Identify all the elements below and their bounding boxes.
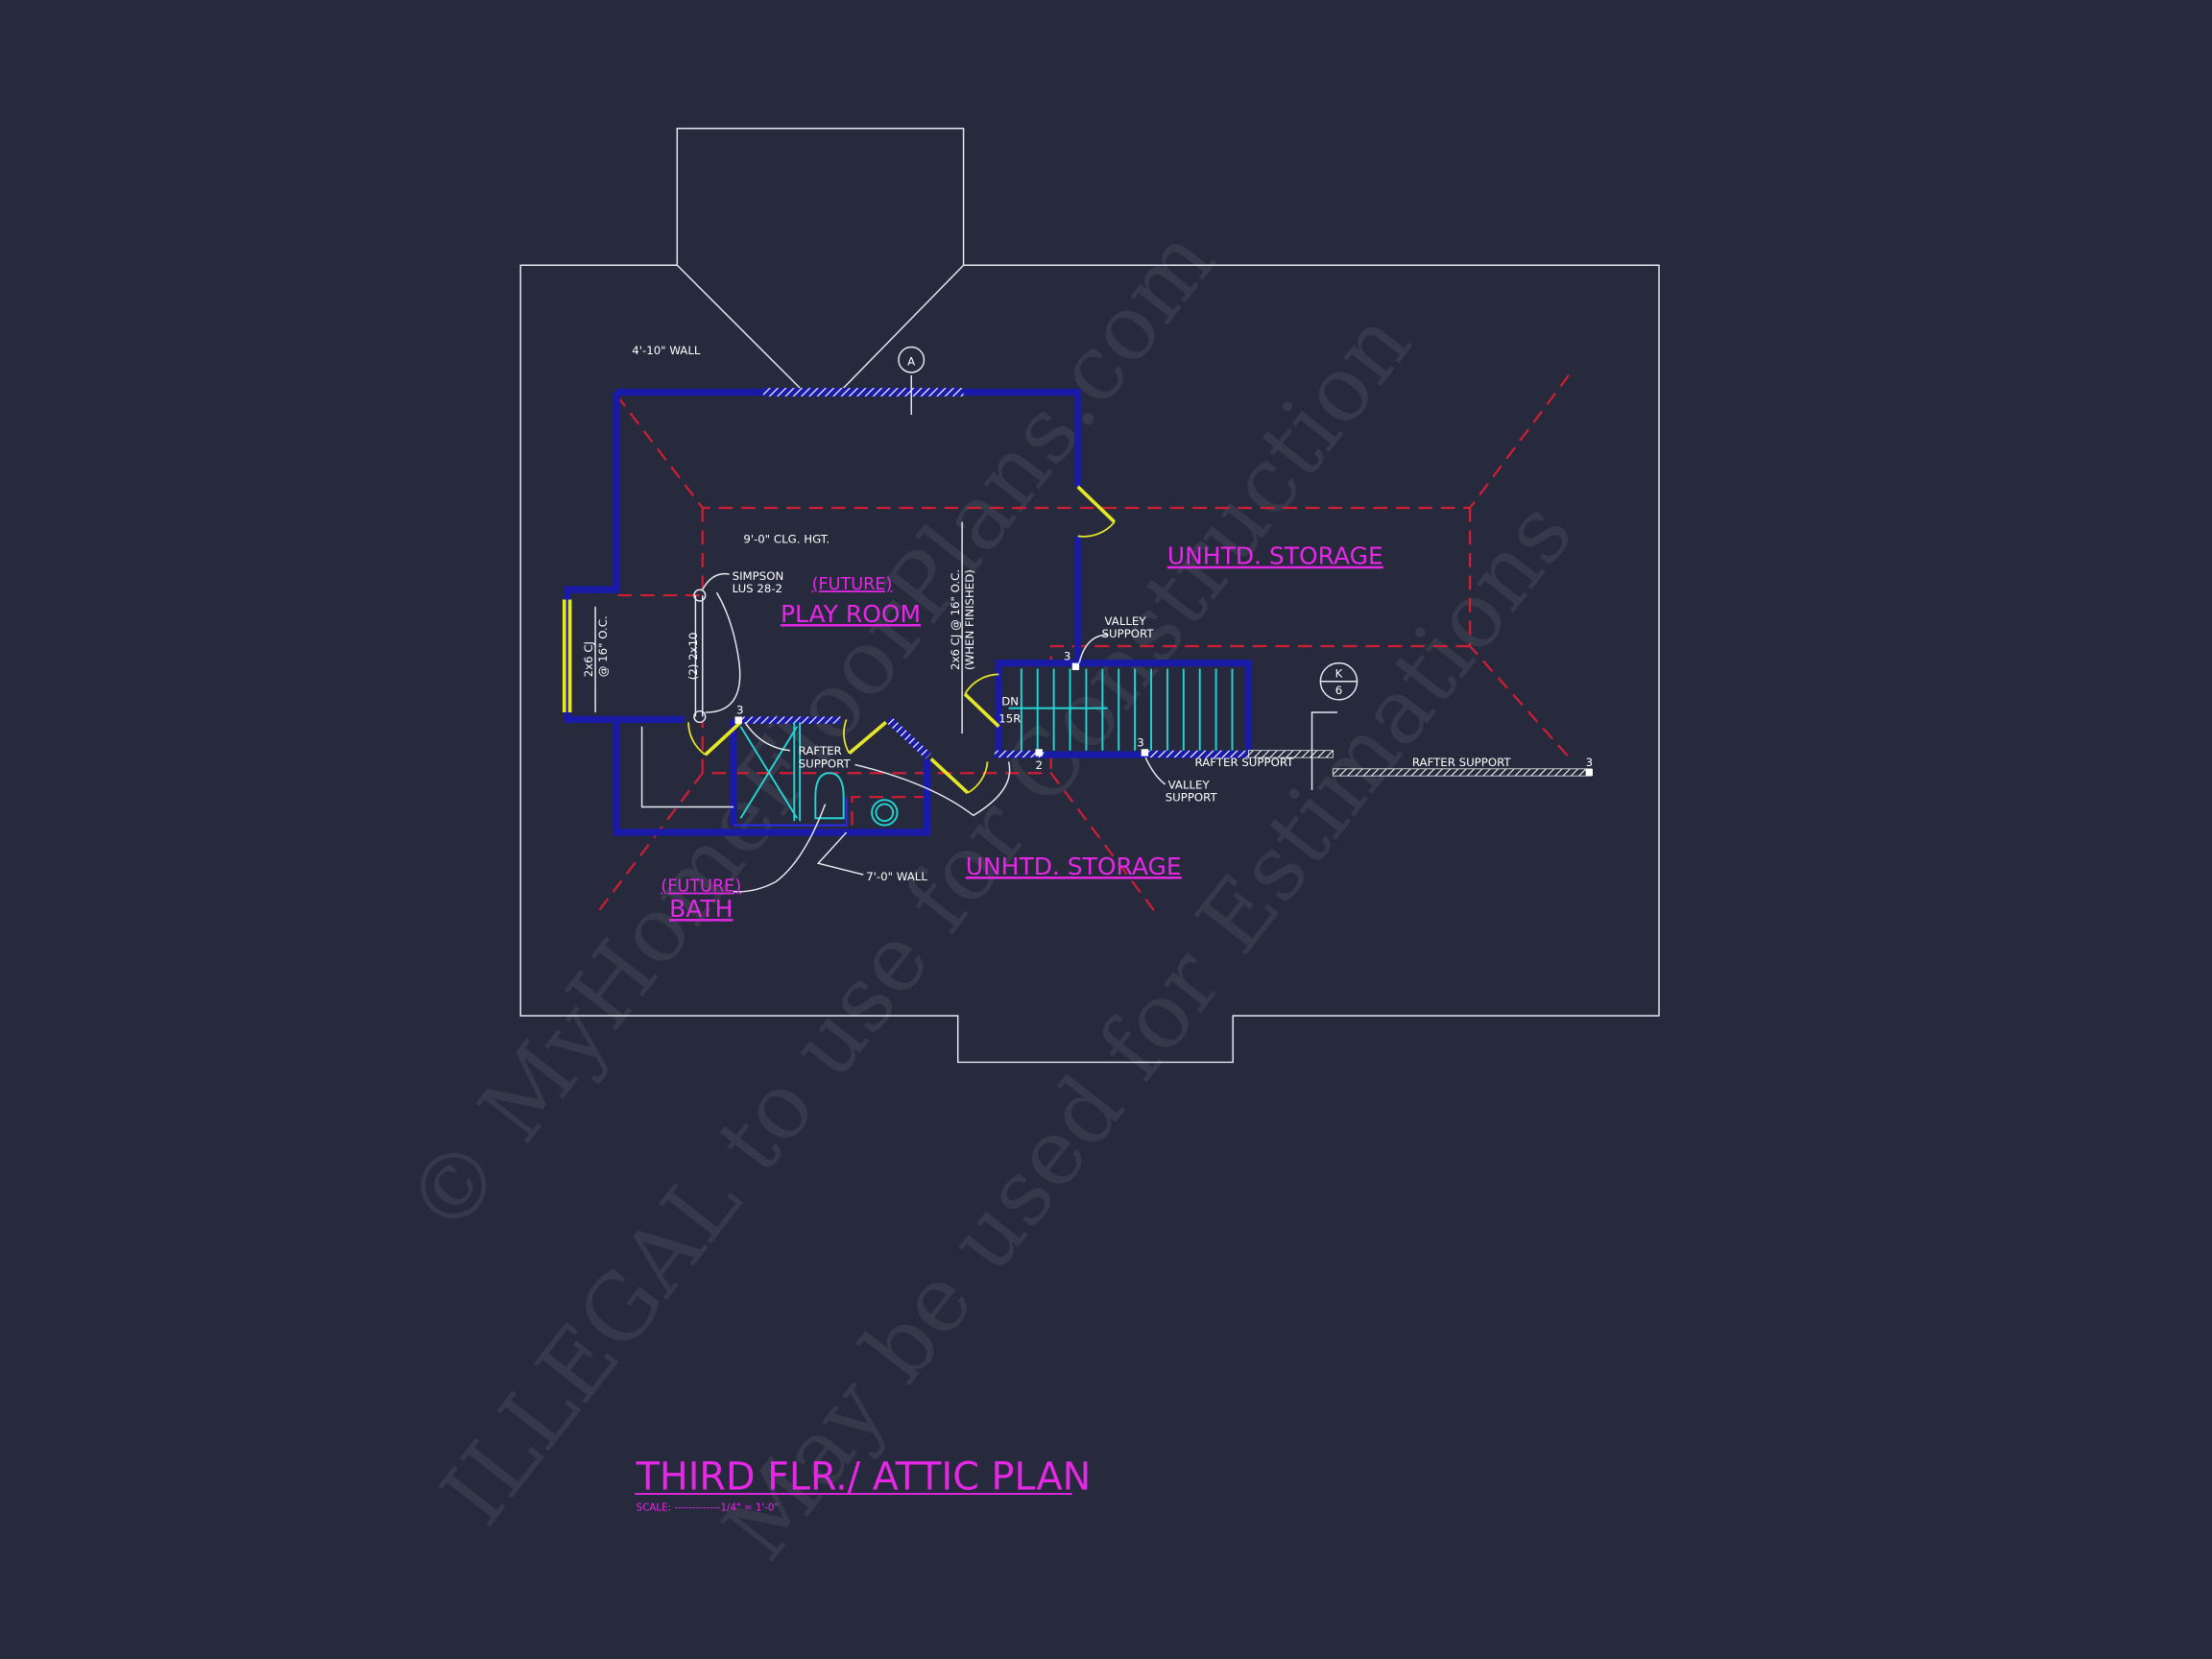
note-wall-height: 4'-10" WALL [632,344,701,357]
svg-text:3: 3 [1586,756,1593,769]
svg-text:3: 3 [736,704,743,717]
svg-text:K: K [1335,666,1343,680]
svg-text:SUPPORT: SUPPORT [1166,791,1218,805]
svg-text:SUPPORT: SUPPORT [799,757,852,770]
svg-text:DN: DN [1001,695,1019,709]
doors [562,485,1117,795]
svg-text:2x6 CJ @ 16" O.C.: 2x6 CJ @ 16" O.C. [949,569,962,670]
storage-top-label: UNHTD. STORAGE [1167,542,1383,570]
section-marker-a[interactable]: A [898,346,926,373]
detail-marker-k6[interactable]: K 6 [1319,661,1358,701]
notes: 4'-10" WALL 9'-0" CLG. HGT. SIMPSON LUS … [582,344,1593,883]
svg-text:SIMPSON: SIMPSON [733,569,784,583]
svg-text:(2) 2x10: (2) 2x10 [686,632,700,680]
svg-text:VALLEY: VALLEY [1105,614,1147,628]
note-ceiling-height: 9'-0" CLG. HGT. [743,533,830,546]
bath-fixtures [640,722,899,827]
svg-text:SUPPORT: SUPPORT [1102,627,1155,640]
bath-label: BATH [669,895,733,923]
svg-text:6: 6 [1335,684,1342,697]
svg-text:3: 3 [1137,735,1143,749]
svg-text:VALLEY: VALLEY [1168,778,1211,791]
svg-text:LUS 28-2: LUS 28-2 [733,582,782,595]
plan-scale: SCALE: -------------1/4" = 1'-0" [637,1503,779,1514]
roof-outline [519,127,1660,1064]
svg-text:RAFTER SUPPORT: RAFTER SUPPORT [1412,756,1512,769]
watermark: © MyHomeFloorPlans.com ILLEGAL to use fo… [386,209,1593,1579]
room-labels: (FUTURE) PLAY ROOM (FUTURE) BATH UNHTD. … [661,542,1382,923]
svg-text:2x6 CJ: 2x6 CJ [582,641,595,677]
stair [1008,668,1234,751]
svg-text:RAFTER SUPPORT: RAFTER SUPPORT [1195,756,1295,769]
play-room-label: PLAY ROOM [781,600,921,628]
svg-text:3: 3 [1064,650,1070,663]
svg-text:15R: 15R [998,711,1021,725]
plan-title-text: THIRD FLR./ ATTIC PLAN [636,1455,1092,1500]
storage-bottom-label: UNHTD. STORAGE [966,853,1182,880]
svg-text:2: 2 [1036,758,1043,772]
svg-text:(WHEN FINISHED): (WHEN FINISHED) [963,569,976,670]
svg-text:RAFTER: RAFTER [799,744,842,757]
svg-text:@ 16" O.C.: @ 16" O.C. [596,615,610,677]
play-room-prefix: (FUTURE) [812,575,893,594]
structure-notes [594,374,1593,893]
bath-prefix: (FUTURE) [661,878,741,897]
svg-text:A: A [907,355,915,369]
plan-title: THIRD FLR./ ATTIC PLAN SCALE: ----------… [635,1455,1091,1514]
svg-text:7'-0" WALL: 7'-0" WALL [866,870,927,883]
